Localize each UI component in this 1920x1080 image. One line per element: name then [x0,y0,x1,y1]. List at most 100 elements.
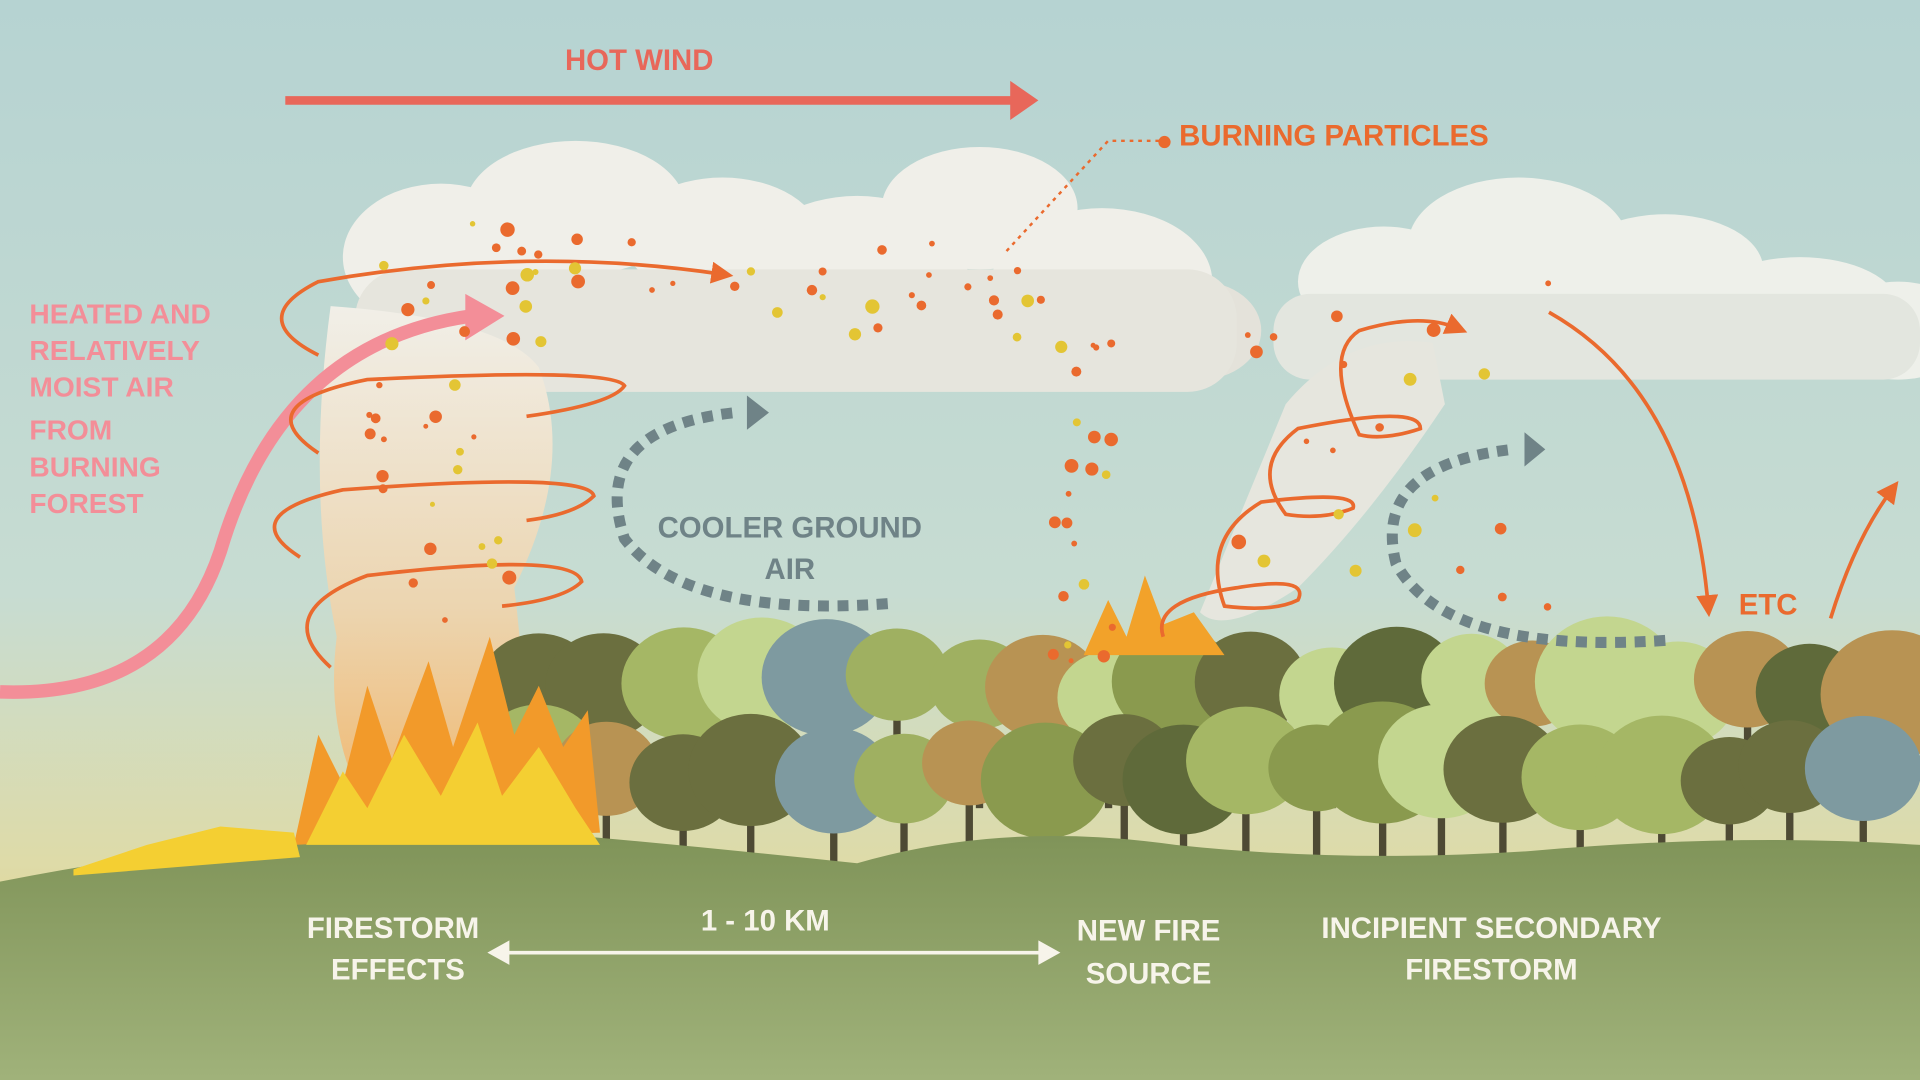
firestorm-effects-label: EFFECTS [331,954,465,987]
ember [1478,368,1490,380]
ground [0,830,1920,1080]
ember [1104,432,1118,447]
ember [1108,623,1116,631]
ember [670,280,676,287]
ember [1093,344,1100,351]
ember [520,268,535,282]
ember [1426,323,1441,337]
ember [1375,423,1384,432]
tree-canopy [1804,715,1920,821]
ember [877,245,887,255]
hot-wind-label: HOT WIND [565,44,713,77]
cooler-air-arrowhead-right [1524,432,1546,467]
ember [964,283,972,291]
burning-particles-label: BURNING PARTICLES [1179,120,1489,153]
ember [1339,360,1348,369]
ember [1055,340,1068,354]
ember [366,411,373,419]
tree-trunk [1120,771,1128,894]
tree-trunk [1499,771,1507,894]
heated-air-line: MOIST AIR [29,372,173,403]
ember [772,307,783,318]
forest-fire [73,636,600,876]
ember [486,558,498,569]
ember [1087,430,1101,444]
ember [1543,603,1552,611]
ember [453,464,463,475]
ember [1250,345,1263,359]
ember [1012,332,1022,342]
heated-air-line: FOREST [29,488,143,519]
ember [1078,579,1090,590]
tree-trunk [1378,771,1387,894]
ember [494,536,503,545]
tree-trunk [1576,771,1584,894]
ember [364,428,376,440]
ember [491,243,501,253]
ember [1331,310,1343,323]
secondary-spiral [1160,313,1468,638]
ember [459,326,470,337]
distance-label: 1 - 10 KM [701,905,830,938]
ember [380,436,387,443]
tree-trunk [1312,771,1321,894]
ember [429,501,435,507]
moist-air-arrow [0,309,473,699]
ember [456,447,464,456]
ember [408,578,418,588]
tree-trunk [747,771,755,894]
ember [1071,540,1078,547]
ember [517,246,527,256]
ember [929,240,935,247]
secondary-firestorm-label: FIRESTORM [1405,954,1577,987]
ember [571,274,585,289]
new-fire-source-label: NEW FIRE [1077,914,1221,947]
ember [535,336,547,348]
ember [1403,372,1417,386]
ember [379,260,389,271]
smoke-cloud-main [342,140,1262,392]
hot-wind-arrowhead [1010,80,1039,120]
ember [478,543,486,550]
ember [449,379,461,391]
ember [1257,554,1271,568]
tree-trunk [679,771,687,894]
ember [1107,339,1116,348]
heated-air-label: HEATED AND RELATIVELY MOIST AIR FROM BUR… [29,298,210,519]
ember [1021,294,1034,308]
ember [1071,366,1082,377]
secondary-firestorm-label: INCIPIENT SECONDARY [1321,912,1661,945]
ember [429,410,442,423]
moist-air-arrowhead [465,293,505,341]
ember [1101,470,1111,480]
heated-air-line: HEATED AND [29,298,210,329]
ember [1231,534,1247,550]
ember [424,542,437,556]
ember [992,309,1003,320]
ember [376,381,383,389]
ember [806,284,818,296]
ember [1061,517,1073,529]
ember [865,299,880,314]
tree-trunk [1437,771,1446,894]
ember [378,484,388,494]
etc-label: ETC [1739,589,1798,622]
ember [1036,295,1045,304]
cooler-air-label: AIR [764,553,815,586]
ember [502,570,517,585]
ember [422,297,430,305]
ember [376,469,389,483]
ember [1349,564,1362,577]
ember [571,233,583,246]
ember [627,238,636,247]
cooler-air-arrow-left [611,407,889,612]
tree-canopy [845,628,949,721]
ember [1058,591,1069,602]
ember [1269,333,1278,341]
pointer-dot [1158,135,1171,149]
ember [916,300,927,311]
heated-air-line: FROM [29,415,112,446]
new-fire-source-label: SOURCE [1086,957,1212,990]
ember [385,337,399,351]
ascending-arrow [1828,480,1899,619]
